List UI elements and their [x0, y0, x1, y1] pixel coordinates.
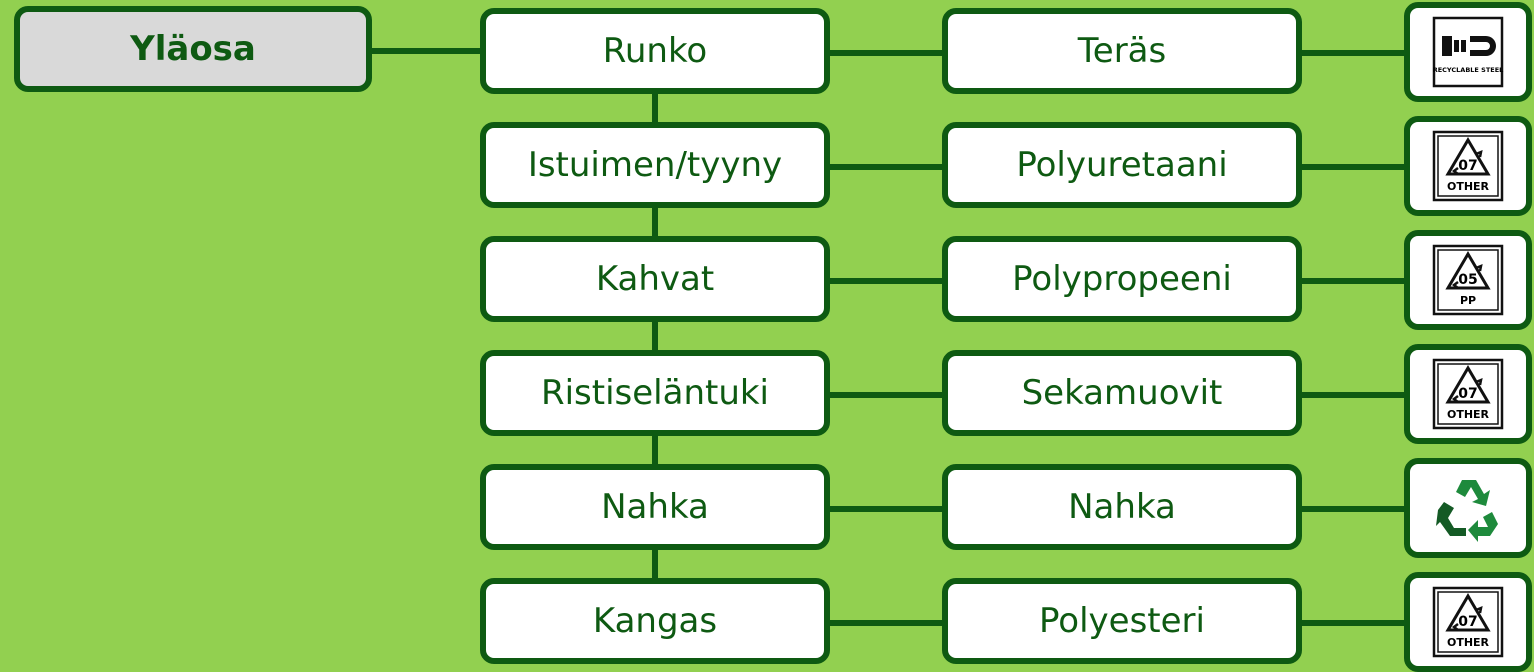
plastic-code-label: PP [1460, 294, 1476, 307]
recycling-symbol: RECYCLABLE STEEL [1404, 2, 1532, 102]
part-material-connector [828, 278, 948, 284]
part-label: Nahka [601, 487, 709, 527]
plastic-07-other-icon: 07 OTHER [1432, 358, 1504, 430]
material-node: Polyesteri [942, 578, 1302, 664]
material-icon-connector [1300, 392, 1412, 398]
steel-icon-text: RECYCLABLE STEEL [1433, 66, 1504, 74]
material-label: Nahka [1068, 487, 1176, 527]
plastic-code-number: 07 [1458, 158, 1477, 174]
recycling-symbol: 07 OTHER [1404, 116, 1532, 216]
recycling-symbol: 07 OTHER [1404, 344, 1532, 444]
material-node: Polyuretaani [942, 122, 1302, 208]
part-node: Ristiseläntuki [480, 350, 830, 436]
plastic-code-label: OTHER [1447, 636, 1490, 649]
material-node: Nahka [942, 464, 1302, 550]
part-label: Ristiseläntuki [540, 373, 770, 413]
part-node: Kahvat [480, 236, 830, 322]
part-material-connector [828, 506, 948, 512]
root-connector [370, 48, 484, 54]
part-label: Istuimen/tyyny [527, 145, 783, 185]
part-label: Runko [602, 31, 708, 71]
recycling-symbol: 05 PP [1404, 230, 1532, 330]
material-label: Polyesteri [1039, 601, 1205, 641]
plastic-code-label: OTHER [1447, 180, 1490, 193]
material-node: Sekamuovit [942, 350, 1302, 436]
part-node: Istuimen/tyyny [480, 122, 830, 208]
root-node: Yläosa [14, 6, 372, 92]
recycling-symbol: 07 OTHER [1404, 572, 1532, 672]
part-node: Kangas [480, 578, 830, 664]
material-label: Polypropeeni [1012, 259, 1232, 299]
plastic-code-number: 05 [1458, 272, 1477, 288]
material-icon-connector [1300, 620, 1412, 626]
plastic-07-other-icon: 07 OTHER [1432, 586, 1504, 658]
material-node: Teräs [942, 8, 1302, 94]
plastic-code-label: OTHER [1447, 408, 1490, 421]
part-material-connector [828, 50, 948, 56]
material-label: Polyuretaani [1016, 145, 1228, 185]
material-icon-connector [1300, 506, 1412, 512]
plastic-code-number: 07 [1458, 614, 1477, 630]
material-icon-connector [1300, 278, 1412, 284]
plastic-07-other-icon: 07 OTHER [1432, 130, 1504, 202]
plastic-code-number: 07 [1458, 386, 1477, 402]
material-icon-connector [1300, 164, 1412, 170]
material-icon-connector [1300, 50, 1412, 56]
root-label: Yläosa [130, 29, 256, 69]
recycle-arrows-icon [1432, 472, 1504, 544]
material-node: Polypropeeni [942, 236, 1302, 322]
part-material-connector [828, 164, 948, 170]
part-node: Runko [480, 8, 830, 94]
material-label: Sekamuovit [1021, 373, 1223, 413]
recyclable-steel-icon: RECYCLABLE STEEL [1432, 16, 1504, 88]
part-material-connector [828, 620, 948, 626]
part-material-connector [828, 392, 948, 398]
parts-trunk [652, 80, 658, 592]
plastic-05-pp-icon: 05 PP [1432, 244, 1504, 316]
part-node: Nahka [480, 464, 830, 550]
part-label: Kangas [592, 601, 718, 641]
recycling-symbol [1404, 458, 1532, 558]
part-label: Kahvat [595, 259, 715, 299]
material-label: Teräs [1077, 31, 1167, 71]
